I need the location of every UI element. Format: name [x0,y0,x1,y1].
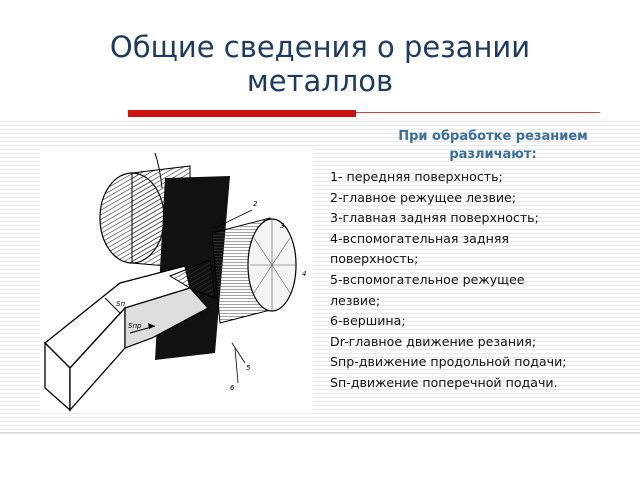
figure-label-spr: Sпр [128,322,142,330]
list-line-6: 5-вспомогательное режущее [330,271,525,287]
intro-line-1: При обработке резанием [398,129,588,144]
list-line-11: Sп-движение поперечной подачи. [330,374,558,390]
cutting-tool-diagram: 2 3 4 5 6 Sп Sпр [40,148,313,413]
text-panel: При обработке резанием различают: 1- пер… [330,128,638,394]
figure-label-5: 5 [246,364,251,372]
list-line-9: Dr-главное движение резания; [330,333,537,349]
bottom-divider [0,432,640,433]
figure-label-4: 4 [302,270,306,278]
figure-label-sp: Sп [116,300,125,308]
tool-rake-face [168,259,216,299]
title-accent-line [356,112,600,113]
list-line-10: Sпр-движение продольной подачи; [330,354,567,370]
cutting-tool-drawing: 2 3 4 5 6 Sп Sпр [44,152,306,412]
list-line-1: 1- передняя поверхность; [330,169,503,184]
slide-title: Общие сведения о резании металлов [0,30,640,98]
list-line-4: 4-вспомогательная задняя [330,230,509,246]
slide-title-line-1: Общие сведения о резании [109,30,531,64]
figure-label-3: 3 [280,222,284,230]
intro-text: При обработке резанием различают: [348,128,638,164]
list-line-2: 2-главное режущее лезвие; [330,189,517,205]
intro-line-2: различают: [449,147,537,162]
feed-arrow-transverse [104,297,121,314]
list-line-5: поверхность; [330,251,419,267]
figure-label-2: 2 [253,200,258,208]
list-line-7: лезвие; [330,292,381,308]
title-accent-bar [128,110,356,117]
figure-label-6: 6 [230,384,235,392]
tool-head [124,287,209,349]
slide-title-line-2: металлов [246,64,394,98]
list-line-3: 3-главная задняя поверхность; [330,210,539,226]
list-line-8: 6-вершина; [330,313,406,329]
